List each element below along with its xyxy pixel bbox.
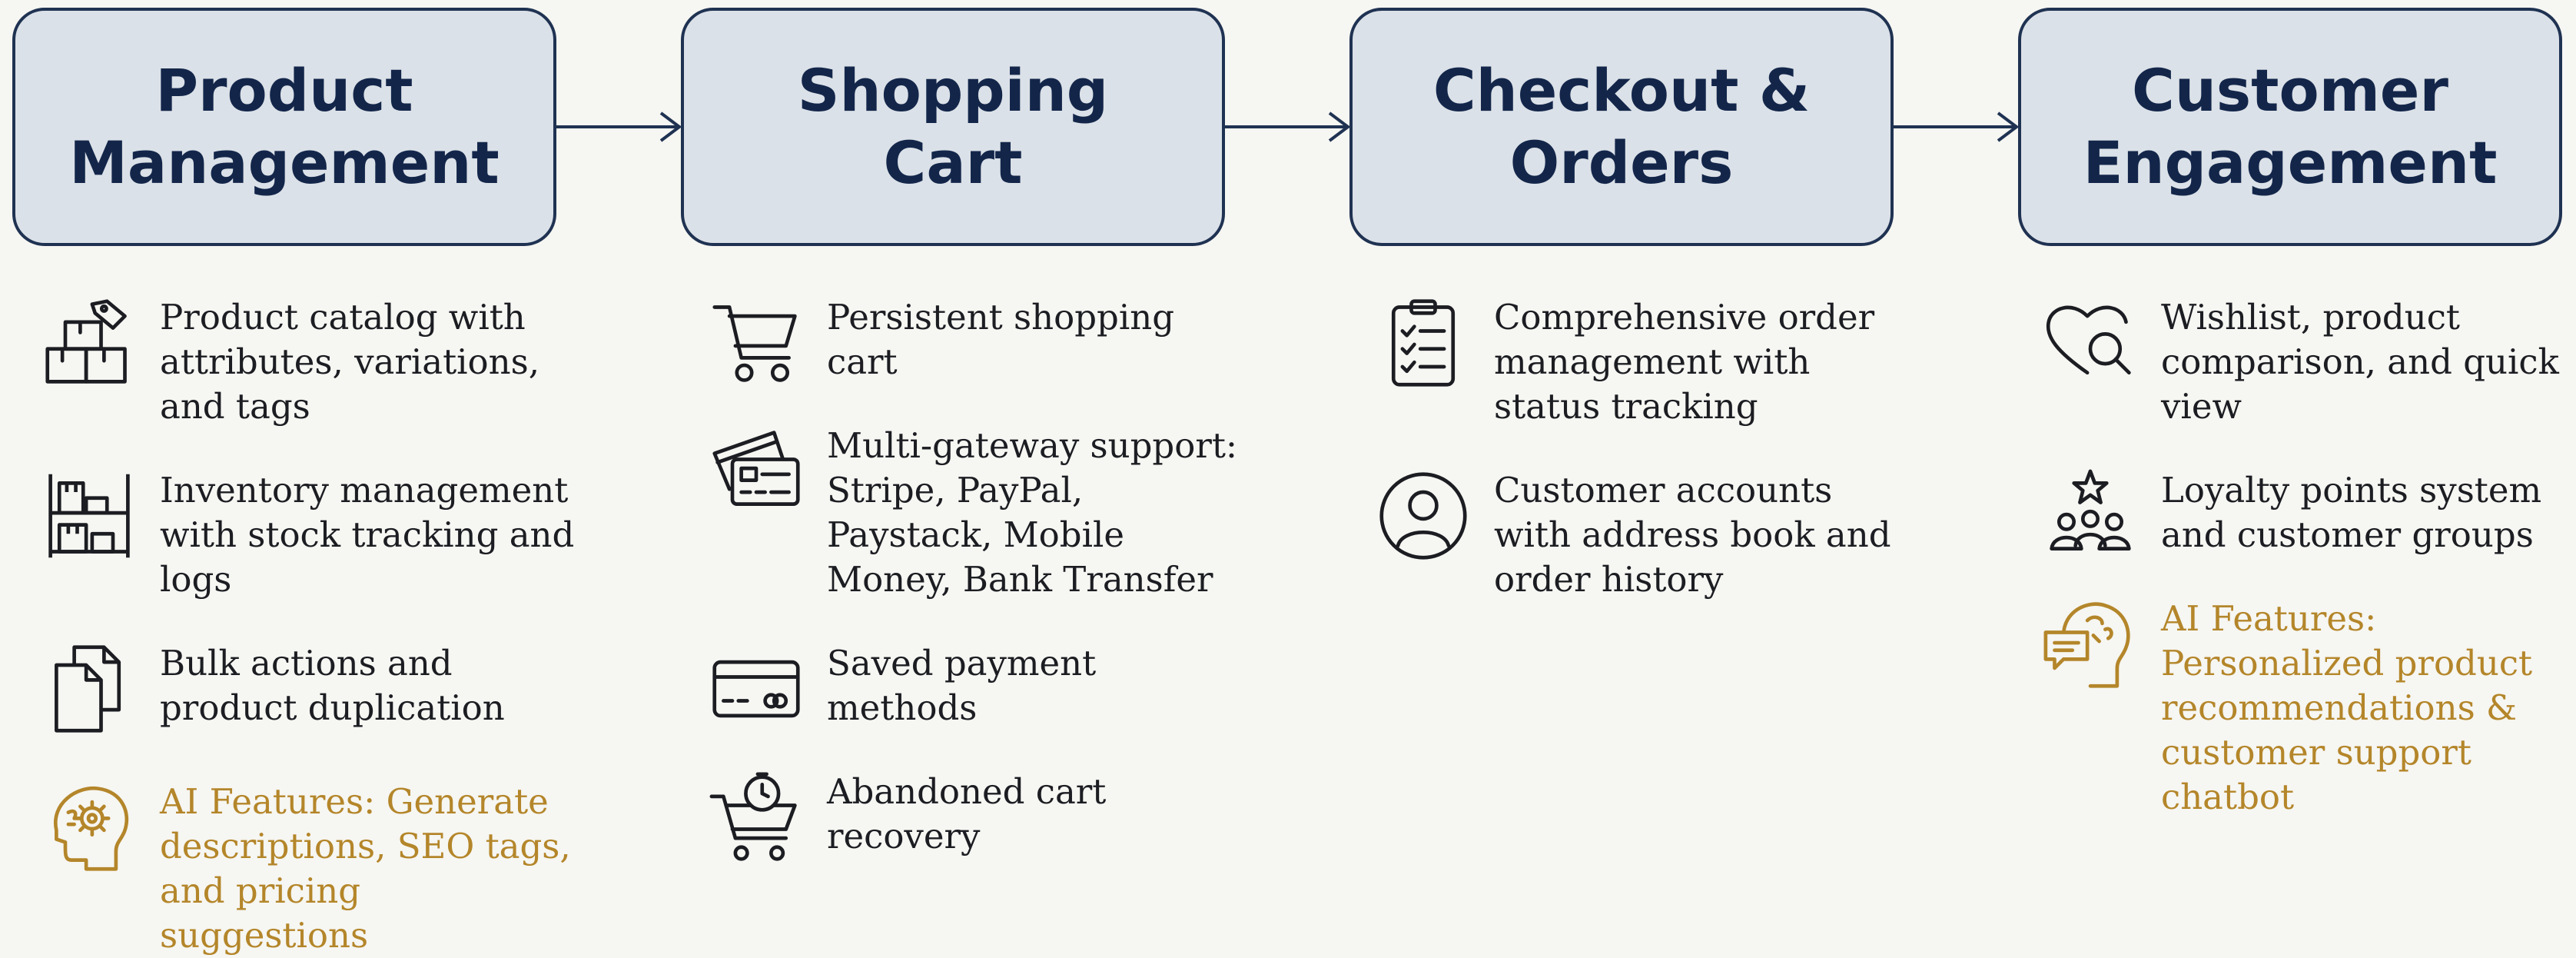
- feature-text: AI Features: Personalized product recomm…: [2161, 598, 2533, 817]
- flow-arrow-1: [556, 111, 682, 142]
- feature-text: Customer accounts with address book and …: [1494, 470, 1891, 600]
- stage-title: Product Management: [69, 56, 500, 197]
- flow-arrow-3: [1894, 111, 2020, 142]
- stage-title: Customer Engagement: [2083, 56, 2498, 197]
- ai-brain-gear-icon: [38, 780, 140, 881]
- feature-text: Multi-gateway support: Stripe, PayPal, P…: [827, 425, 1238, 600]
- feature-item: Abandoned cart recovery: [705, 770, 1243, 862]
- payment-cards-icon: [705, 424, 807, 525]
- shopping-cart-icon: [705, 295, 807, 397]
- feature-text: AI Features: Generate descriptions, SEO …: [160, 781, 571, 956]
- feature-text: Comprehensive order management with stat…: [1494, 297, 1875, 427]
- feature-item: Inventory management with stock tracking…: [38, 468, 576, 602]
- stage-checkout-orders: Checkout & Orders: [1349, 8, 1894, 246]
- feature-item: Multi-gateway support: Stripe, PayPal, P…: [705, 424, 1243, 602]
- feature-item: Comprehensive order management with stat…: [1373, 295, 1910, 429]
- ai-brain-chat-icon: [2040, 597, 2141, 698]
- feature-item: Product catalog with attributes, variati…: [38, 295, 576, 429]
- tagged-boxes-icon: [38, 295, 140, 397]
- feature-item: Wishlist, product comparison, and quick …: [2040, 295, 2570, 429]
- feature-item: Customer accounts with address book and …: [1373, 468, 1910, 602]
- feature-item-ai: AI Features: Personalized product recomm…: [2040, 597, 2570, 820]
- feature-text: Inventory management with stock tracking…: [160, 470, 575, 600]
- user-account-icon: [1373, 468, 1474, 570]
- stage-title: Checkout & Orders: [1432, 56, 1811, 197]
- feature-item-ai: AI Features: Generate descriptions, SEO …: [38, 780, 576, 958]
- saved-card-icon: [705, 641, 807, 743]
- feature-item: Saved payment methods: [705, 641, 1243, 733]
- stage-customer-engagement: Customer Engagement: [2018, 8, 2562, 246]
- feature-text: Persistent shopping cart: [827, 297, 1175, 382]
- stage-title: Shopping Cart: [797, 56, 1109, 197]
- feature-text: Wishlist, product comparison, and quick …: [2161, 297, 2559, 427]
- feature-text: Product catalog with attributes, variati…: [160, 297, 540, 427]
- stage-product-management: Product Management: [12, 8, 556, 246]
- heart-search-icon: [2040, 295, 2141, 397]
- flow-arrow-2: [1225, 111, 1351, 142]
- stage-shopping-cart: Shopping Cart: [681, 8, 1225, 246]
- feature-text: Saved payment methods: [827, 643, 1097, 728]
- feature-text: Abandoned cart recovery: [827, 771, 1107, 857]
- duplicate-files-icon: [38, 641, 140, 743]
- feature-text: Bulk actions and product duplication: [160, 643, 505, 728]
- clipboard-checklist-icon: [1373, 295, 1474, 397]
- cart-timer-icon: [705, 770, 807, 871]
- feature-item: Bulk actions and product duplication: [38, 641, 576, 733]
- inventory-shelves-icon: [38, 468, 140, 570]
- star-group-icon: [2040, 468, 2141, 570]
- feature-item: Persistent shopping cart: [705, 295, 1243, 388]
- feature-text: Loyalty points system and customer group…: [2161, 470, 2542, 555]
- feature-item: Loyalty points system and customer group…: [2040, 468, 2570, 560]
